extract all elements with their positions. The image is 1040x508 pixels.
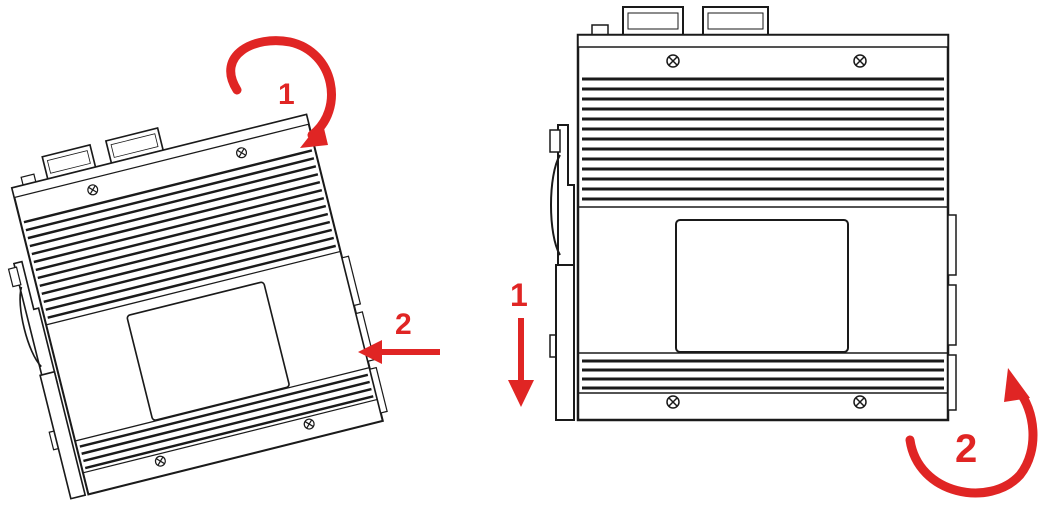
left-rotate-arrow [226, 36, 336, 148]
right-slide-step-label: 1 [510, 277, 528, 313]
left-push-step-label: 2 [395, 308, 412, 341]
right-rotate-step-label: 2 [955, 427, 977, 471]
left-device-figure [0, 89, 391, 502]
left-rotate-step-label: 1 [278, 78, 295, 111]
left-push-arrow [358, 340, 440, 364]
right-device-figure [548, 5, 958, 422]
right-slide-arrow [508, 318, 534, 407]
right-rotate-arrow [905, 368, 1038, 498]
